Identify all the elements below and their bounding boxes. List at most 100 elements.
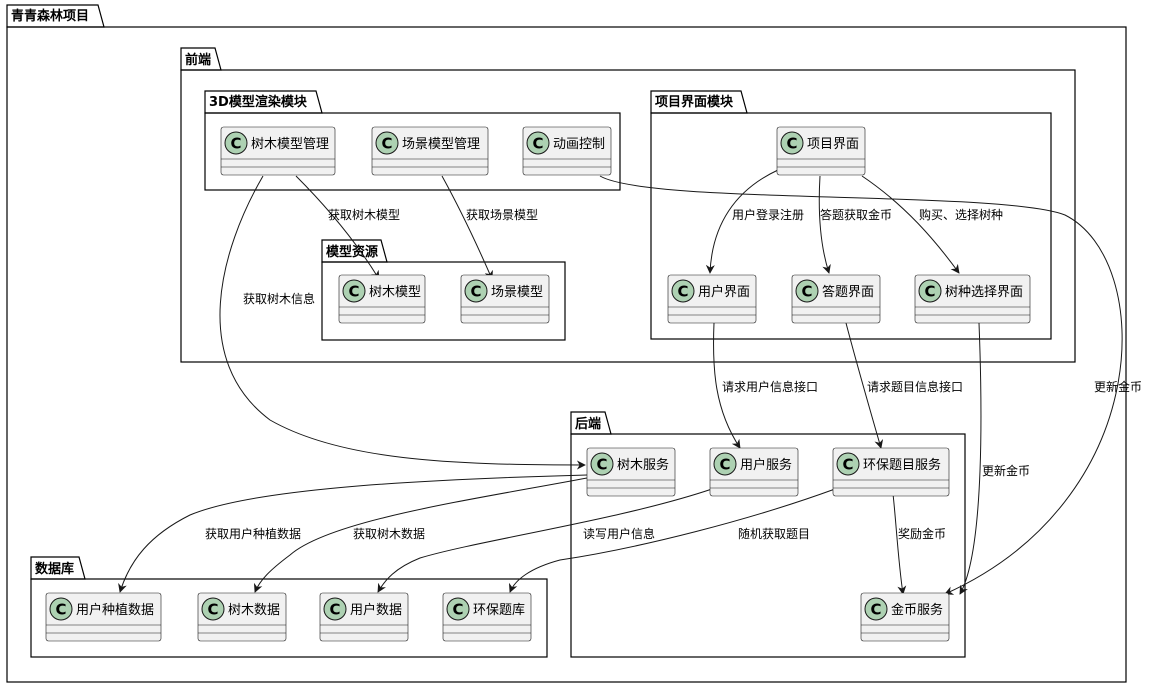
class-badge-icon xyxy=(713,452,737,476)
package-database: 数据库 xyxy=(30,556,548,658)
class-badge-icon xyxy=(864,597,888,621)
class-badge-icon xyxy=(795,279,819,303)
class-badge-icon xyxy=(224,131,248,155)
edge-label-random-quiz: 随机获取题目 xyxy=(738,526,810,541)
class-badge-letter-icon: C xyxy=(348,283,359,301)
edge-tree-service-to-tree-data xyxy=(253,477,588,593)
package-backend-title: 后端 xyxy=(575,416,601,432)
edge-tree-model-mgr-to-tree-model xyxy=(295,175,380,280)
edge-scene-model-mgr-to-scene-model xyxy=(441,175,493,280)
edge-label-get-tree-model: 获取树木模型 xyxy=(328,207,400,222)
edge-tree-service-to-user-plant-data xyxy=(118,474,588,593)
class-species-u-i[interactable]: C 树种选择界面 xyxy=(914,274,1031,324)
edge-label-get-tree-info: 获取树木信息 xyxy=(243,291,315,306)
class-tree-svc[interactable]: C 树木服务 xyxy=(586,447,676,497)
package-root-title: 青青森林项目 xyxy=(11,8,89,24)
class-badge-icon xyxy=(918,279,942,303)
class-badge-letter-icon: C xyxy=(470,283,481,301)
class-tree-model-mgr[interactable]: C 树木模型管理 xyxy=(220,126,336,176)
edge-label-buy-species: 购买、选择树种 xyxy=(919,207,1003,222)
class-badge-icon xyxy=(671,279,695,303)
edge-label-get-scene-model: 获取场景模型 xyxy=(466,208,538,222)
edge-label-rw-user-info: 读写用户信息 xyxy=(583,526,655,541)
edge-label-user-login: 用户登录注册 xyxy=(732,207,804,222)
class-badge-icon xyxy=(201,597,225,621)
class-user-svc[interactable]: C 用户服务 xyxy=(709,447,799,497)
class-name: 树种选择界面 xyxy=(945,285,1023,300)
class-scene-model-mgr[interactable]: C 场景模型管理 xyxy=(371,126,489,176)
class-eco-quiz-svc[interactable]: C 环保题目服务 xyxy=(832,447,950,497)
class-name: 项目界面 xyxy=(807,137,859,152)
class-user-u-i[interactable]: C 用户界面 xyxy=(667,274,757,324)
edge-label-quiz-coin: 答题获取金币 xyxy=(820,207,892,222)
package-render3d: 3D模型渲染模块 xyxy=(204,90,621,191)
class-badge-letter-icon: C xyxy=(842,456,853,474)
class-badge-letter-icon: C xyxy=(381,135,392,153)
class-badge-letter-icon: C xyxy=(532,135,543,153)
class-name: 用户服务 xyxy=(740,457,792,473)
package-project-ui-title: 项目界面模块 xyxy=(655,94,734,110)
class-badge-icon xyxy=(323,597,347,621)
class-badge-letter-icon: C xyxy=(55,601,66,619)
class-name: 环保题库 xyxy=(473,602,525,618)
class-badge-icon xyxy=(526,131,550,155)
class-badge-letter-icon: C xyxy=(207,601,218,619)
package-project-ui: 项目界面模块 xyxy=(650,90,1052,340)
edge-label-get-tree-data: 获取树木数据 xyxy=(353,526,425,541)
package-backend: 后端 xyxy=(570,411,966,658)
edge-label-get-plant-data: 获取用户种植数据 xyxy=(205,526,301,541)
class-tree-model[interactable]: C 树木模型 xyxy=(338,274,426,324)
package-database-title: 数据库 xyxy=(35,561,74,577)
edge-project-ui-to-species-ui xyxy=(861,175,960,274)
class-badge-letter-icon: C xyxy=(719,456,730,474)
edge-user-service-to-user-data xyxy=(377,488,713,593)
edge-tree-model-mgr-to-tree-service xyxy=(219,175,586,470)
class-badge-letter-icon: C xyxy=(786,135,797,153)
edge-species-ui-to-coin-service xyxy=(959,322,982,595)
package-root: 青青森林项目 xyxy=(6,4,1127,683)
class-name: 场景模型管理 xyxy=(402,137,480,152)
class-badge-letter-icon: C xyxy=(230,135,241,153)
edge-label-quiz-info-api: 请求题目信息接口 xyxy=(867,379,963,394)
class-badge-icon xyxy=(342,279,366,303)
edge-eco-quiz-service-to-coin-service xyxy=(892,493,907,595)
class-badge-letter-icon: C xyxy=(677,283,688,301)
class-badge-letter-icon: C xyxy=(596,456,607,474)
class-name: 树木服务 xyxy=(617,457,669,473)
class-badge-icon xyxy=(375,131,399,155)
edge-anim-ctrl-to-coin-service xyxy=(599,175,1123,595)
class-badge-icon xyxy=(836,452,860,476)
class-name: 树木模型管理 xyxy=(251,137,329,152)
edge-label-user-info-api: 请求用户信息接口 xyxy=(722,379,818,394)
class-badge-letter-icon: C xyxy=(924,283,935,301)
edges: 获取树木模型 获取场景模型 获取树木信息 用户登录注册 答题获取金币 购买、选择… xyxy=(118,169,1142,595)
edge-label-update-coin-2: 更新金币 xyxy=(982,463,1030,478)
edge-quiz-ui-to-eco-quiz-service xyxy=(845,322,884,449)
package-frontend-title: 前端 xyxy=(185,52,211,68)
edge-eco-quiz-service-to-eco-quiz-bank xyxy=(508,488,836,593)
class-badge-icon xyxy=(49,597,73,621)
class-anim-ctrl[interactable]: C 动画控制 xyxy=(522,126,612,176)
class-badge-icon xyxy=(780,131,804,155)
class-name: 答题界面 xyxy=(822,284,874,300)
class-quiz-u-i[interactable]: C 答题界面 xyxy=(791,274,881,324)
edge-project-ui-to-user-ui xyxy=(705,169,779,274)
class-project-u-i[interactable]: C 项目界面 xyxy=(776,126,866,176)
package-model-resources-title: 模型资源 xyxy=(326,244,378,260)
class-badge-letter-icon: C xyxy=(801,283,812,301)
package-model-resources: 模型资源 xyxy=(321,239,566,341)
class-name: 树木模型 xyxy=(369,285,421,300)
class-name: 用户界面 xyxy=(698,284,750,300)
class-badge-letter-icon: C xyxy=(329,601,340,619)
class-badge-letter-icon: C xyxy=(870,601,881,619)
class-name: 动画控制 xyxy=(553,137,605,152)
class-name: 环保题目服务 xyxy=(863,457,941,473)
